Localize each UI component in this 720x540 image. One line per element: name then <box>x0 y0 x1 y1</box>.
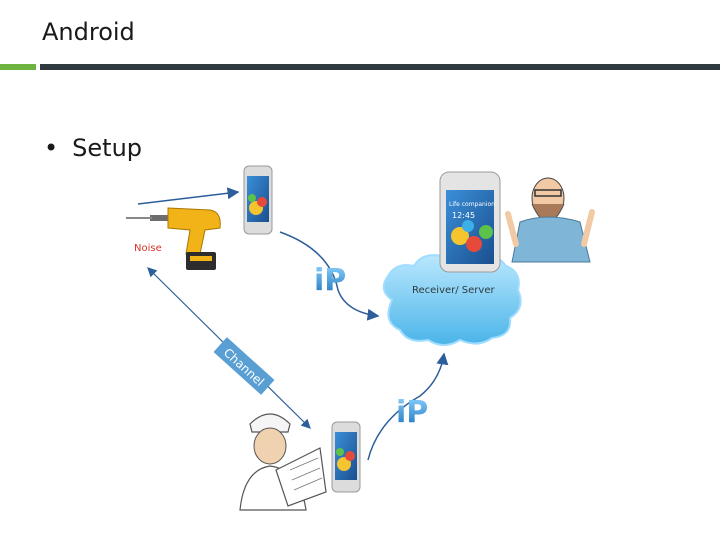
phone-large-brand: Life companion <box>449 201 495 208</box>
channel-badge: Channel <box>213 337 275 395</box>
bullet-item: • Setup <box>44 134 142 162</box>
arrow-bottom-phone-to-server <box>367 352 449 461</box>
cloud-icon <box>382 250 522 346</box>
ip-label-top: iP <box>314 263 346 298</box>
man-icon <box>505 177 595 263</box>
bullet-text: Setup <box>72 134 143 162</box>
bullet-dot: • <box>44 134 59 162</box>
arrow-noise-to-phone <box>137 187 240 205</box>
header-bar-main <box>40 64 720 70</box>
phone-top-icon <box>243 165 273 235</box>
slide-title: Android <box>42 18 135 46</box>
drill-icon <box>126 207 221 270</box>
header-bar-accent <box>0 64 36 70</box>
header-bar <box>0 62 720 72</box>
phone-large-time: 12:45 <box>452 211 475 220</box>
phone-bottom-icon <box>331 421 361 493</box>
noise-label: Noise <box>134 243 162 254</box>
server-label: Receiver/ Server <box>412 285 495 296</box>
arrow-phone-to-server <box>279 231 380 321</box>
engineer-icon <box>239 413 327 511</box>
phone-large-icon <box>439 171 501 273</box>
ip-label-bottom: iP <box>396 395 428 430</box>
